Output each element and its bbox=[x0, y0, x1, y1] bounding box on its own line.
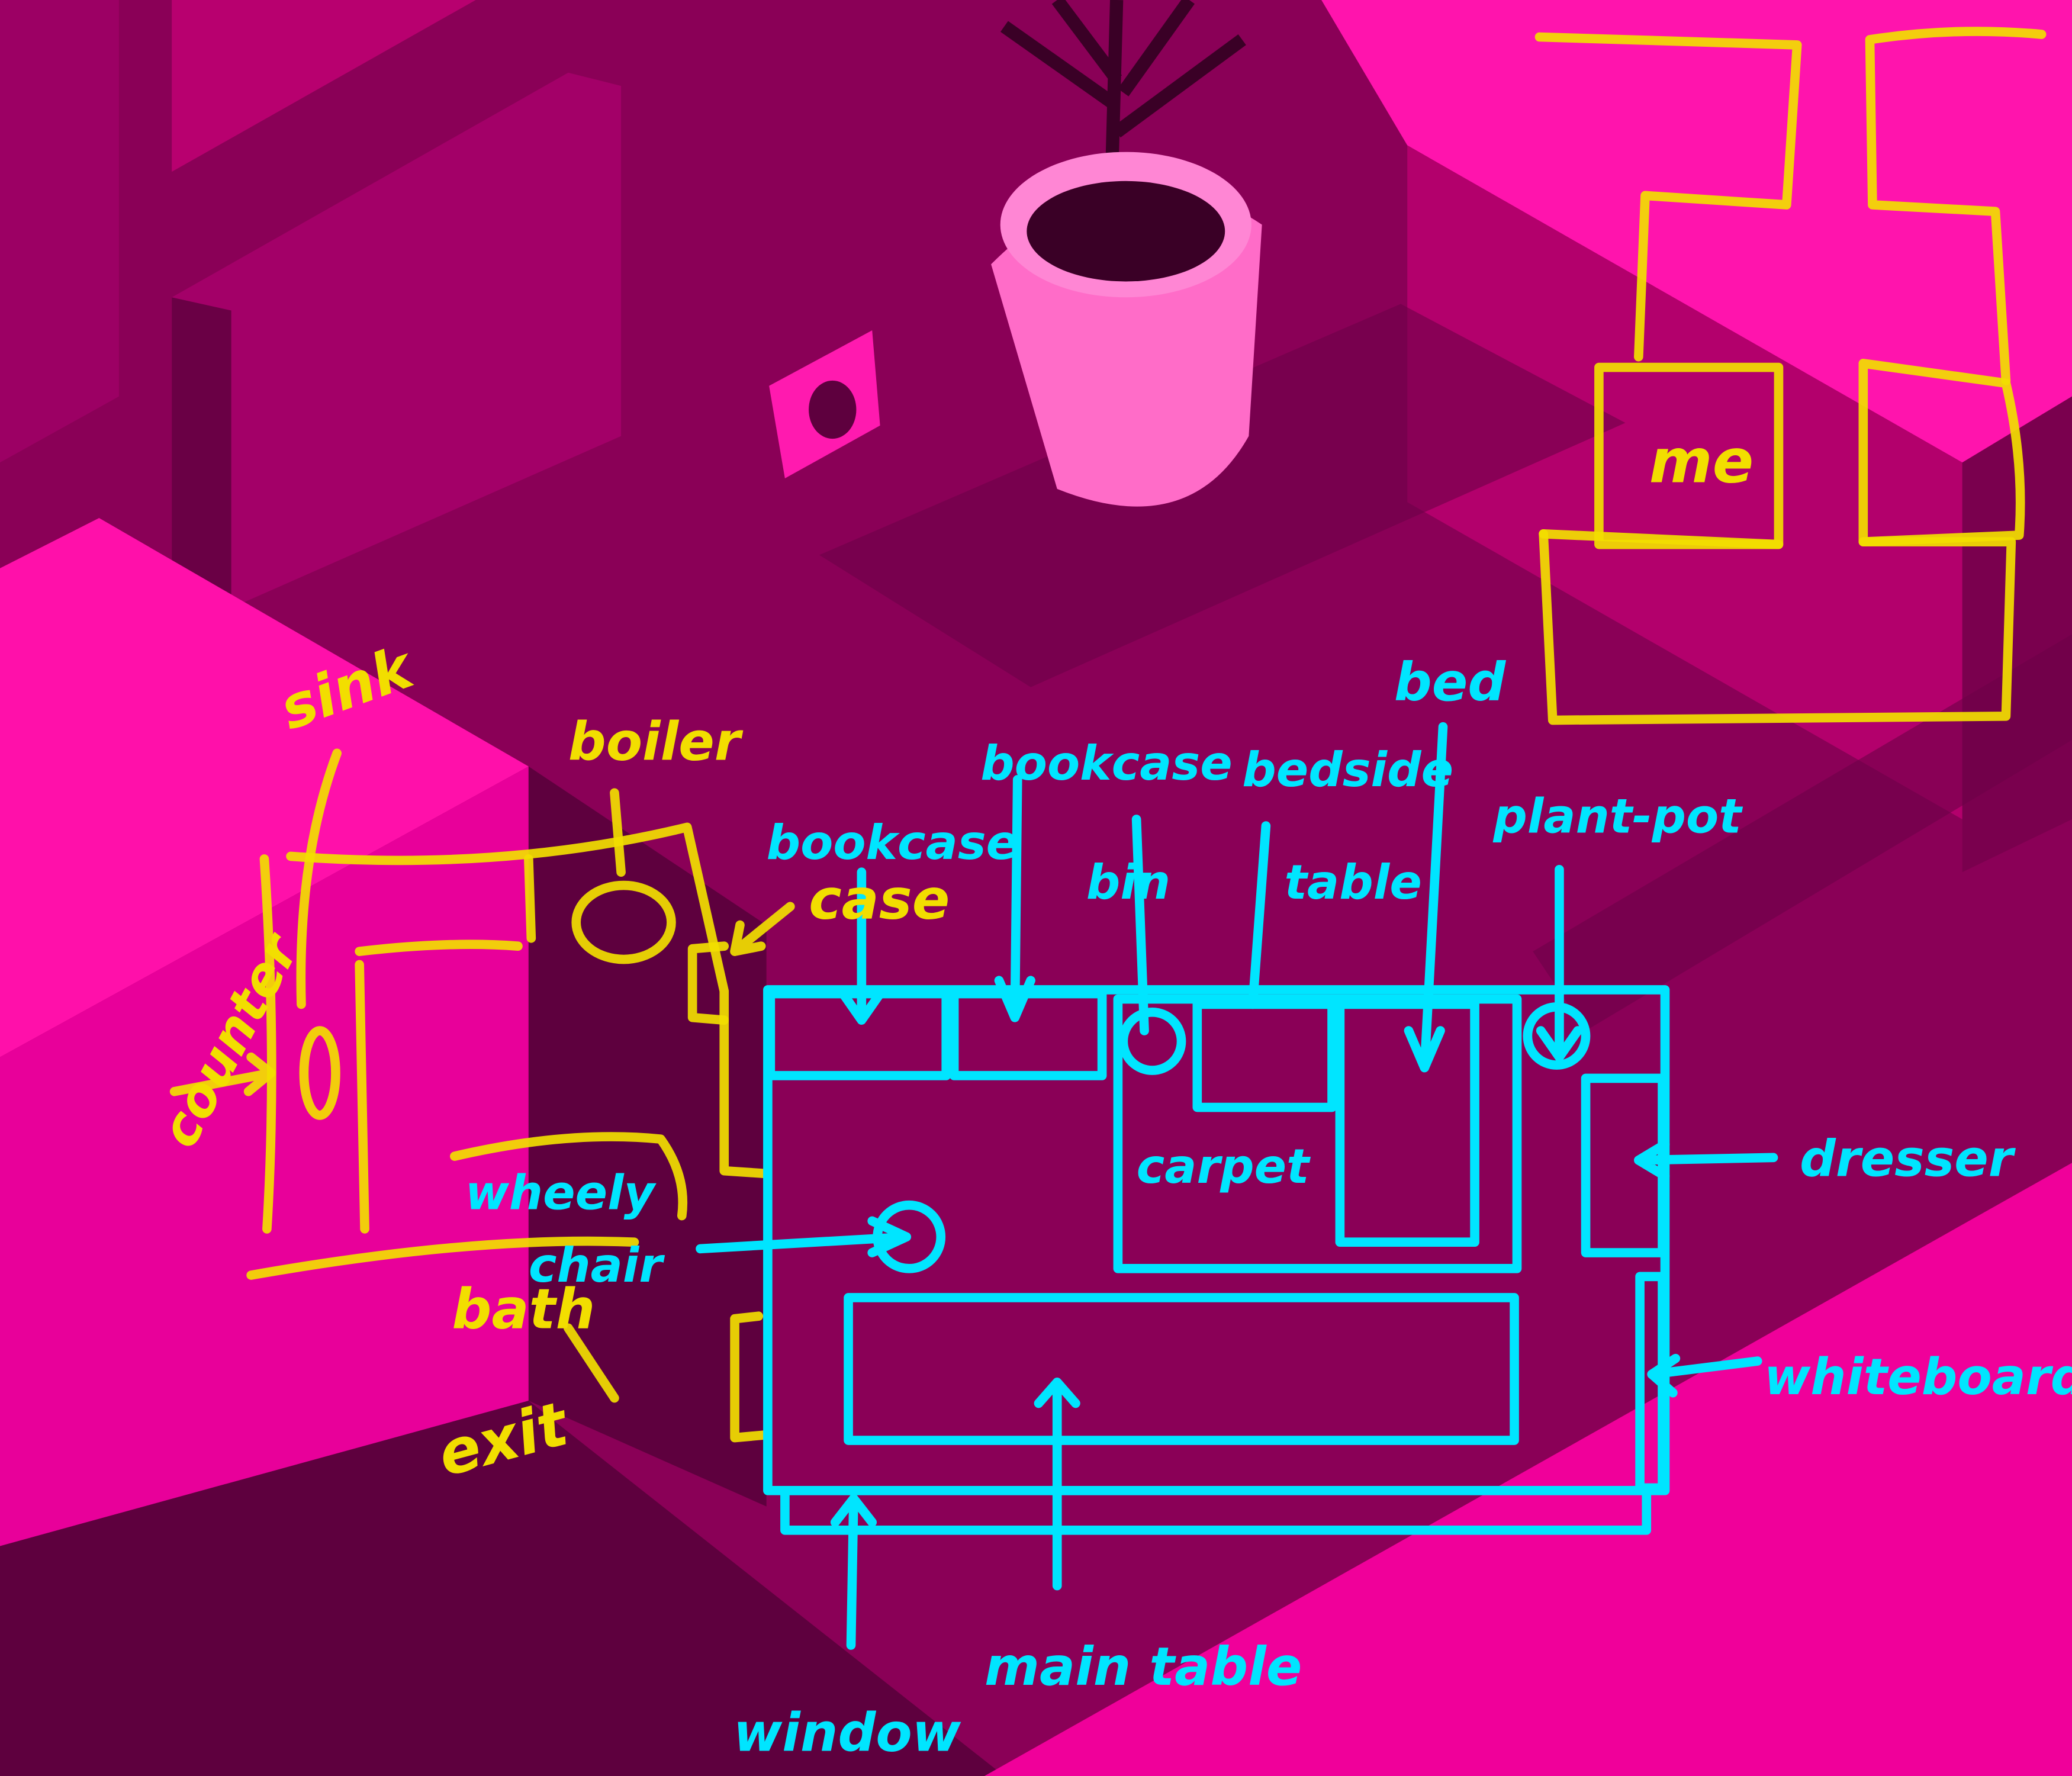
boiler-circle bbox=[571, 880, 676, 964]
bedroom-floor-plan bbox=[696, 722, 1778, 1650]
label-bookcase-1: bookcase bbox=[767, 815, 1019, 870]
sink-oval bbox=[299, 1026, 340, 1120]
label-bath: bath bbox=[452, 1277, 595, 1341]
bin-circle bbox=[1118, 1008, 1186, 1075]
label-boiler: boiler bbox=[568, 711, 744, 773]
dresser-shape bbox=[1581, 1073, 1667, 1257]
label-wheely-chair: chair bbox=[529, 1237, 665, 1293]
label-bedside-table: table bbox=[1285, 854, 1422, 910]
window-shape bbox=[780, 1486, 1652, 1535]
label-window: window bbox=[733, 1703, 961, 1764]
label-me: me bbox=[1649, 427, 1754, 497]
label-bin: bin bbox=[1086, 854, 1170, 910]
bathroom-sketch bbox=[169, 748, 795, 1443]
bed-shape bbox=[1335, 999, 1479, 1247]
main-table-shape bbox=[844, 1293, 1519, 1445]
label-bed: bed bbox=[1394, 652, 1506, 713]
label-case: case bbox=[809, 867, 950, 932]
plant-pot-illustration bbox=[991, 0, 1262, 507]
label-bedside: bedside bbox=[1242, 742, 1453, 797]
label-wheely: wheely bbox=[465, 1164, 657, 1220]
wall-socket bbox=[769, 330, 880, 479]
label-main-table: main table bbox=[984, 1636, 1302, 1698]
carpet-shape bbox=[1113, 994, 1522, 1273]
label-dresser: dresser bbox=[1800, 1130, 2016, 1189]
label-bookcase-2: bookcase bbox=[980, 735, 1233, 791]
me-area-sketch bbox=[1534, 27, 2047, 725]
label-carpet: carpet bbox=[1137, 1138, 1311, 1194]
bedside-table-shape bbox=[1192, 999, 1337, 1112]
label-whiteboard: whiteboard bbox=[1764, 1348, 2072, 1407]
label-plant-pot: plant-pot bbox=[1492, 788, 1743, 844]
